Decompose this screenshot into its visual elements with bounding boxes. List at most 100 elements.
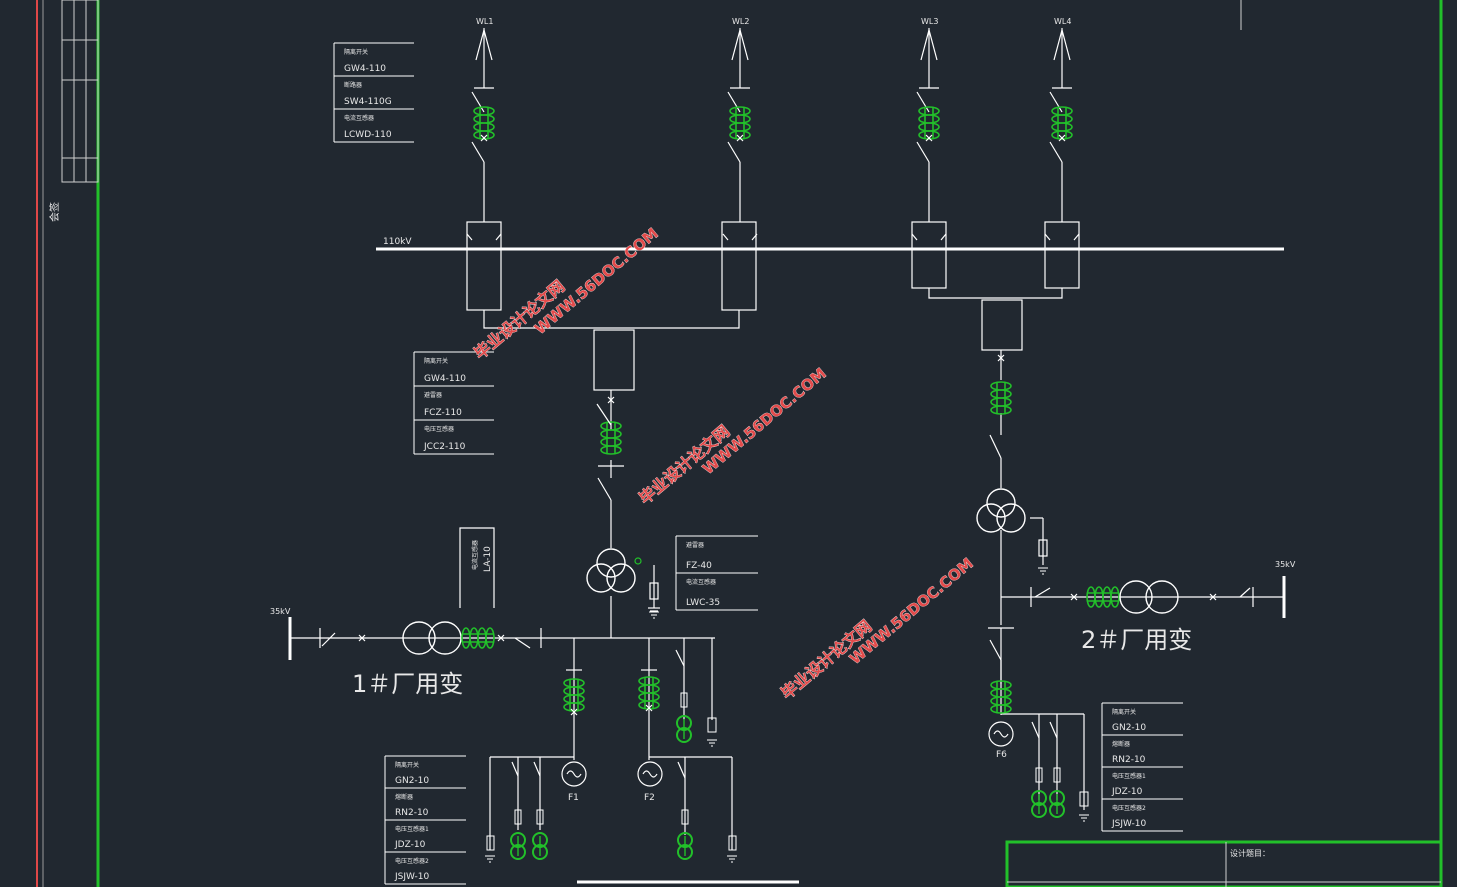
- watermark-url-2: WWW.56DOC.COM: [699, 364, 830, 478]
- drawing-frame: 会签 设计题目：: [36, 0, 1443, 887]
- legend-model: FCZ-110: [424, 408, 462, 418]
- line-label: WL2: [732, 17, 749, 26]
- legend-title: 电压互感器1: [1112, 772, 1146, 780]
- legend-model: RN2-10: [1112, 755, 1146, 765]
- legend-model: JCC2-110: [423, 442, 466, 452]
- components: [321, 354, 1251, 863]
- disconnector-icon: [916, 91, 930, 113]
- current-transformer-icon: [729, 106, 751, 140]
- arrester-icon: [1079, 791, 1089, 807]
- disconnector-icon: [1049, 141, 1063, 163]
- ground-icon: [1038, 567, 1048, 575]
- legend-title: 电压互感器1: [395, 825, 429, 833]
- legend-title: 隔离开关: [344, 48, 368, 56]
- disconnector-icon: [471, 91, 485, 113]
- legend-arrester-table: 避雷器 FZ-40 电流互感器 LWC-35: [675, 535, 758, 611]
- feeder-ct-f2-icon: [638, 676, 660, 710]
- right-transformer-branch: [988, 413, 1286, 810]
- generator-f1-label: F1: [568, 793, 579, 803]
- legend-title: 电压互感器2: [1112, 804, 1146, 812]
- bus-110kv-label: 110kV: [383, 237, 412, 247]
- legend-model: LCWD-110: [344, 130, 392, 140]
- main-transformer-right-icon: [976, 488, 1026, 533]
- current-transformer-icon: [918, 106, 940, 140]
- current-transformer-icon: [473, 106, 495, 140]
- legend-title: 隔离开关: [395, 761, 419, 769]
- feeder-ct-f1-icon: [563, 678, 585, 712]
- main-transformer-left-icon: [586, 548, 636, 593]
- aux-transformer-2-label: 2＃厂用变: [1081, 626, 1192, 654]
- ground-icon: [485, 855, 495, 863]
- legend-model: JSJW-10: [1111, 819, 1147, 829]
- main-ct-left-icon: [600, 421, 622, 455]
- legend-model: JSJW-10: [394, 872, 430, 882]
- line-bays: WL1 WL2 WL3 WL4: [466, 17, 1080, 241]
- legend-title: 熔断器: [1112, 740, 1130, 748]
- legend-title: 电流互感器: [686, 578, 716, 586]
- generator-f1-icon: [561, 761, 587, 787]
- fuse-icon: [536, 809, 544, 825]
- title-block-design-label: 设计题目：: [1230, 848, 1270, 858]
- ground-icon: [649, 611, 659, 619]
- bus-110kv: 110kV: [376, 237, 1284, 251]
- watermarks: 毕业设计论文网 WWW.56DOC.COM 毕业设计论文网 WWW.56DOC.…: [470, 224, 977, 703]
- legend-mid-table: 隔离开关 GW4-110 避雷器 FCZ-110 电压互感器 JCC2-110: [413, 351, 494, 455]
- line-arrow-icon: [475, 27, 493, 61]
- arrester-icon: [728, 835, 737, 851]
- aux-transformer-1-voltage: 35kV: [270, 607, 291, 616]
- fuse-icon: [1035, 767, 1043, 783]
- current-transformer-icon: [1051, 106, 1073, 140]
- line-arrow-icon: [731, 27, 749, 61]
- ground-icon: [727, 855, 737, 863]
- voltage-transformer-icon: [677, 832, 693, 860]
- left-strip-text: 会签: [48, 202, 61, 222]
- feeder-ct-f6-icon: [990, 680, 1012, 714]
- disconnector-icon: [727, 141, 741, 163]
- line-bay-wl1: WL1: [466, 17, 502, 241]
- aux-transformer-1-label: 1＃厂用变: [352, 670, 463, 698]
- line-label: WL4: [1054, 17, 1071, 26]
- aux-transformer-2-voltage: 35kV: [1275, 560, 1296, 569]
- fuse-icon: [681, 809, 689, 825]
- legend-model: GN2-10: [1112, 723, 1146, 733]
- legend-title: 电压互感器: [424, 425, 454, 433]
- legend-model: GW4-110: [344, 64, 386, 74]
- line-arrow-icon: [1053, 27, 1071, 61]
- legend-model: GW4-110: [424, 374, 466, 384]
- legend-title: 避雷器: [424, 391, 442, 399]
- legend-title: 隔离开关: [1112, 708, 1136, 716]
- aux-ct-2-icon: [1086, 586, 1120, 608]
- legends: 隔离开关GW4-110断路器SW4-110G电流互感器LCWD-110隔离开关G…: [333, 42, 1183, 885]
- legend-model: RN2-10: [395, 808, 429, 818]
- fuse-icon: [514, 809, 522, 825]
- generator-f6-icon: [988, 721, 1014, 747]
- legend-model: LWC-35: [686, 598, 720, 608]
- legend-title: 隔离开关: [424, 357, 448, 365]
- ct-vertical-title: 电流互感器: [471, 540, 479, 570]
- legend-model: SW4-110G: [344, 97, 392, 107]
- disconnector-icon: [916, 141, 930, 163]
- line-bay-wl3: WL3: [911, 17, 947, 241]
- legend-title: 电压互感器2: [395, 857, 429, 865]
- legend-model: FZ-40: [686, 561, 712, 571]
- line-arrow-icon: [920, 27, 938, 61]
- legend-model: JDZ-10: [1111, 787, 1143, 797]
- legend-title: 避雷器: [686, 541, 704, 549]
- voltage-transformer-icon: [510, 832, 526, 860]
- legend-model: GN2-10: [395, 776, 429, 786]
- disconnector-icon: [471, 141, 485, 163]
- aux-ct-1-icon: [461, 627, 495, 649]
- left-transformer-branch: [288, 460, 733, 850]
- bay-couplings: [466, 221, 1080, 430]
- ground-icon: [1079, 814, 1089, 822]
- legend-model: JDZ-10: [394, 840, 426, 850]
- aux-transformer-2-icon: [1119, 580, 1179, 614]
- arrester-icon: [486, 835, 495, 851]
- main-ct-right-icon: [990, 381, 1012, 415]
- line-bay-wl4: WL4: [1044, 17, 1080, 241]
- legend-title: 熔断器: [395, 793, 413, 801]
- generator-f2-icon: [637, 761, 663, 787]
- ground-icon: [707, 739, 717, 747]
